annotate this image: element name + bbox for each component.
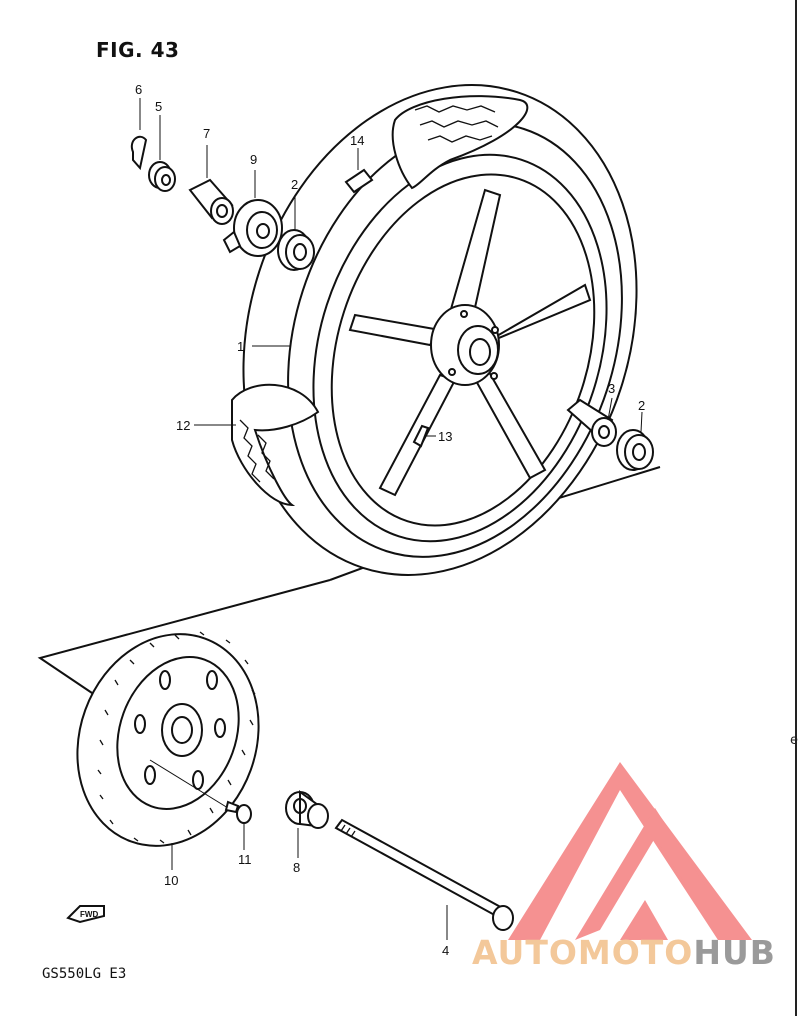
callout-10: 10 (164, 873, 178, 888)
front-wheel-assembly (231, 84, 638, 576)
disc-center (161, 703, 203, 757)
part-9-speedometer-gearbox (222, 170, 283, 257)
tire-sidewall (287, 122, 623, 558)
callout-12: 12 (176, 418, 190, 433)
callout-13: 13 (438, 429, 452, 444)
callout-2a: 2 (291, 177, 298, 192)
part-4-front-axle (334, 818, 514, 940)
hub-bore-outer (457, 325, 499, 375)
part-6-cotter-pin (130, 98, 148, 171)
part-5-axle-nut (148, 115, 176, 192)
watermark-text-part2: HUB (693, 933, 776, 972)
hub-bore-inner (469, 338, 491, 366)
callout-8: 8 (293, 860, 300, 875)
callout-labels: 6 5 7 9 2 14 1 12 13 3 2 10 11 8 4 (135, 82, 645, 958)
callout-2b: 2 (638, 398, 645, 413)
part-2-bearing-right (616, 411, 654, 471)
callout-7: 7 (203, 126, 210, 141)
fwd-label: FWD (80, 910, 98, 919)
callout-6: 6 (135, 82, 142, 97)
ground-plane-outline (37, 579, 331, 696)
fwd-direction-marker: FWD (66, 905, 105, 924)
watermark-text: AUTOMOTOHUB (472, 933, 776, 972)
callout-9: 9 (250, 152, 257, 167)
edge-character: e (790, 733, 798, 748)
callout-11: 11 (238, 852, 252, 867)
model-code: GS550LG E3 (42, 966, 127, 982)
page-right-border (795, 0, 797, 1016)
callout-1: 1 (237, 339, 244, 354)
part-8-collar (285, 790, 329, 858)
disc-carrier (116, 656, 240, 810)
part-3-spacer-right (566, 397, 617, 447)
part-13-valve (412, 424, 436, 448)
callout-14: 14 (350, 133, 364, 148)
callout-4: 4 (442, 943, 449, 958)
part-11-disc-bolt (149, 759, 252, 850)
part-7-spacer (188, 145, 234, 225)
part-10-brake-disc (76, 631, 260, 870)
tire-cutaway-top (391, 95, 529, 190)
part-2-bearing-left (277, 195, 315, 271)
callout-3: 3 (608, 381, 615, 396)
callout-5: 5 (155, 99, 162, 114)
watermark-text-part1: AUTOMOTO (472, 933, 694, 972)
rim-inner (330, 173, 596, 527)
figure-title: FIG. 43 (96, 38, 180, 62)
watermark-logo (508, 762, 752, 940)
part-14-balance-weight (344, 148, 374, 194)
